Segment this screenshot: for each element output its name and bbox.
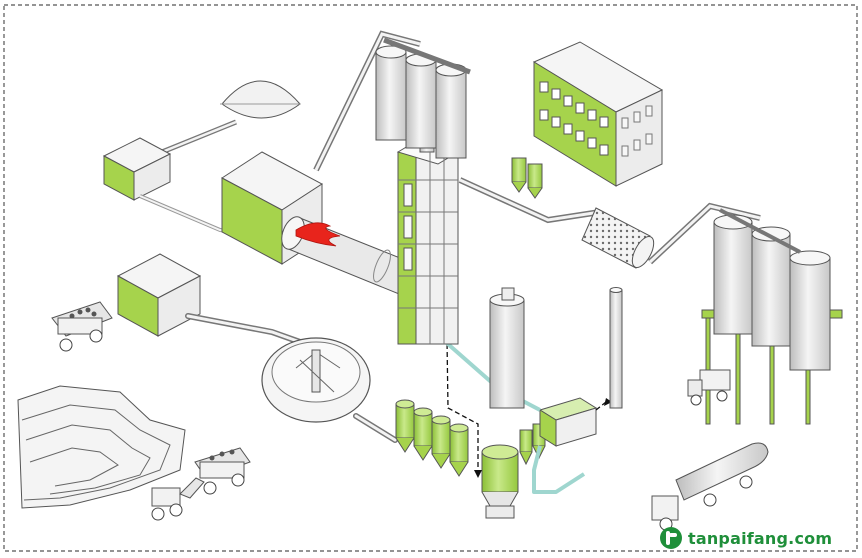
cement-tanker-truck <box>651 442 769 531</box>
dump-truck-left <box>51 301 113 352</box>
kiln-flame-icon <box>295 222 341 247</box>
cement-ball-mill <box>581 207 655 269</box>
wheel-loader <box>151 477 205 521</box>
dump-truck-quarry <box>194 447 251 495</box>
exhaust-stack <box>609 287 623 409</box>
tanpaifang-logo-icon <box>660 527 682 549</box>
watermark: tanpaifang.com <box>660 524 832 552</box>
watermark-text: tanpaifang.com <box>688 528 833 548</box>
preheater-tower <box>396 127 460 345</box>
crusher-house <box>116 253 202 337</box>
office-building <box>532 41 664 187</box>
quarry <box>17 385 186 509</box>
homogenization-silo <box>489 287 525 409</box>
bag-filter <box>538 397 598 447</box>
circular-stockpile <box>261 337 371 423</box>
coal-dome <box>220 80 301 119</box>
raw-mill-hoppers <box>395 399 469 477</box>
clinker-hoppers <box>511 157 543 199</box>
coal-mill-house <box>102 137 172 201</box>
cement-silos <box>701 208 843 425</box>
bulk-truck-silo <box>687 369 731 406</box>
raw-meal-silos <box>375 37 471 159</box>
raw-mill <box>481 444 519 519</box>
